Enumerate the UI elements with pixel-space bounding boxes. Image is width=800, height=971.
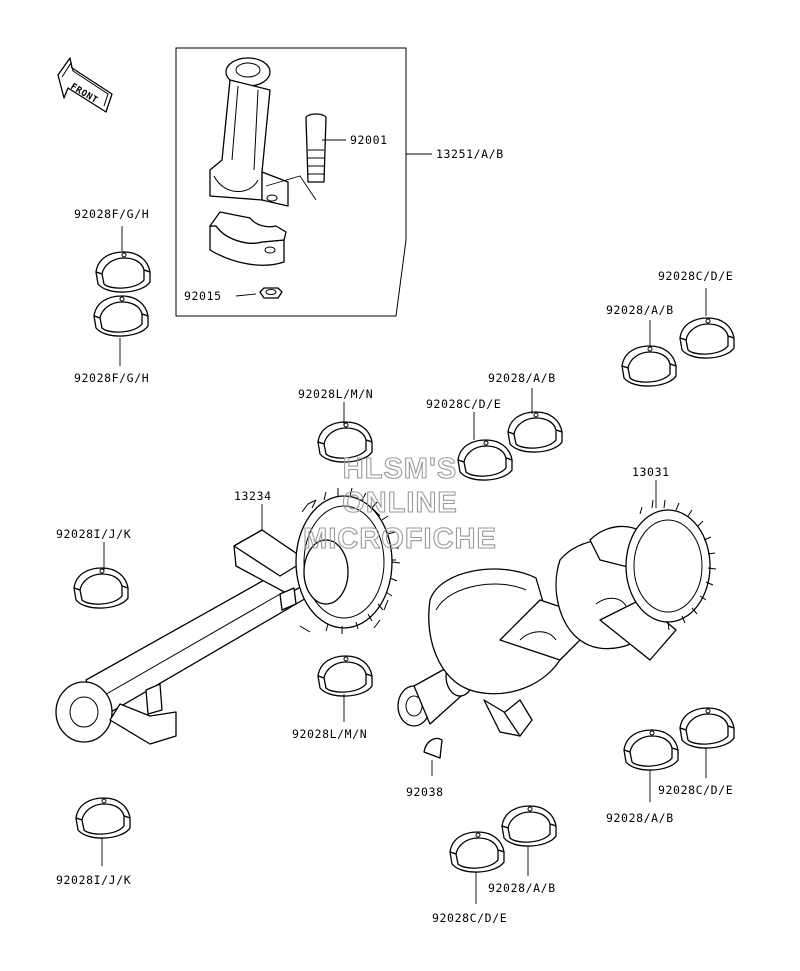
label-balancer: 13234 [234,489,272,503]
bearing-shell-lmn-lower [317,655,373,697]
label-crankshaft: 13031 [632,465,670,479]
conrod-nut [259,287,283,299]
label-bearing-ijk-lower: 92028I/J/K [56,873,131,887]
bearing-shell-ab-right-lower [623,729,679,771]
label-conrod-nut: 92015 [184,289,222,303]
bearing-shell-fgh-upper [95,251,151,293]
woodruff-key [423,737,443,759]
bearing-shell-cde-center [457,439,513,481]
bearing-shell-fgh-lower [93,295,149,337]
bearing-shell-ab-top-right [621,345,677,387]
label-bearing-lmn-lower: 92028L/M/N [292,727,367,741]
label-bearing-ab-bottom: 92028/A/B [488,881,556,895]
label-conrod-bolt: 92001 [350,133,388,147]
label-bearing-cde-bottom: 92028C/D/E [432,911,507,925]
conrod-assembly-box [175,47,432,317]
bearing-shell-cde-right-lower [679,707,735,749]
conrod-bolt [265,113,327,201]
label-bearing-fgh-lower: 92028F/G/H [74,371,149,385]
label-bearing-fgh-upper: 92028F/G/H [74,207,149,221]
crankshaft [397,499,717,737]
watermark: HLSM'S ONLINE MICROFICHE [303,452,497,555]
label-bearing-ab-top-right: 92028/A/B [606,303,674,317]
label-bearing-cde-center: 92028C/D/E [426,397,501,411]
connecting-rod [209,57,289,266]
balancer-shaft [55,487,401,745]
watermark-line-3: MICROFICHE [303,523,497,555]
leader-lines [101,139,707,904]
bearing-shell-cde-top-right [679,317,735,359]
bearing-shell-ab-center [507,411,563,453]
watermark-line-1: HLSM'S [343,453,457,485]
label-bearing-lmn-upper: 92028L/M/N [298,387,373,401]
label-bearing-cde-top-right: 92028C/D/E [658,269,733,283]
bearing-shell-ijk-lower [75,797,131,839]
label-bearing-ab-center: 92028/A/B [488,371,556,385]
label-bearing-ijk-upper: 92028I/J/K [56,527,131,541]
front-arrow-icon: FRONT [57,57,113,113]
label-key: 92038 [406,785,444,799]
label-conrod-assy: 13251/A/B [436,147,504,161]
bearing-shell-ijk-upper [73,567,129,609]
label-bearing-ab-right-lower: 92028/A/B [606,811,674,825]
bearing-shell-cde-bottom [449,831,505,873]
part-labels: 13251/A/B 92001 92015 92028F/G/H 92028F/… [56,133,733,925]
label-bearing-cde-right-lower: 92028C/D/E [658,783,733,797]
watermark-line-2: ONLINE [342,487,458,519]
bearing-shell-ab-bottom [501,805,557,847]
